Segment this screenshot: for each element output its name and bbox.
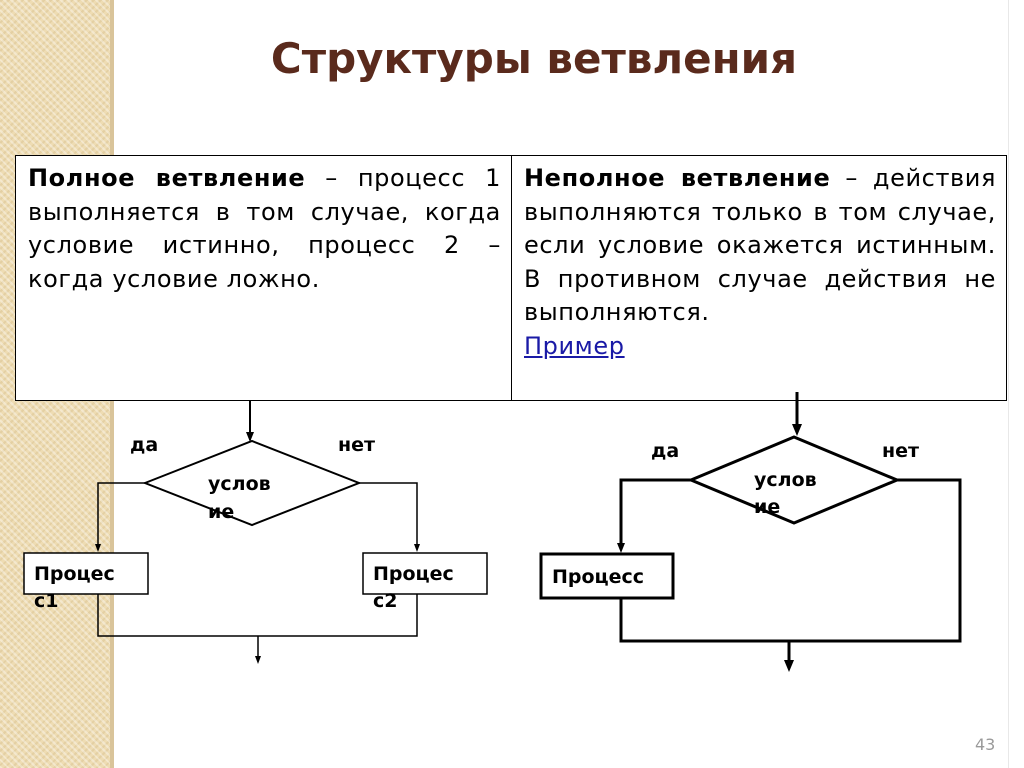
condition-label-line1: услов [208, 473, 271, 495]
condition-label-line2: ие [754, 496, 780, 518]
process2-box [362, 552, 488, 595]
bypass-and-merge-line [619, 478, 962, 643]
process-box [539, 552, 675, 600]
definitions-table: Полное ветвление – процесс 1 выполняется… [15, 155, 1007, 401]
condition-label-line2: ие [208, 501, 234, 523]
entry-arrow-head [246, 432, 254, 442]
no-branch-line [359, 482, 418, 548]
full-branching-definition: – процесс 1 выполняется в том случае, ко… [28, 164, 501, 293]
partial-branching-flowchart: услов ие да нет Процесс [539, 392, 962, 672]
right-margin-line [1008, 0, 1009, 768]
full-branching-term: Полное ветвление [28, 164, 306, 192]
merge-line [97, 594, 418, 637]
no-branch-arrow [414, 544, 420, 552]
process2-label-line1: Процес [373, 563, 454, 585]
yes-label: да [130, 434, 158, 456]
yes-branch-arrow [95, 544, 101, 552]
process-label: Процесс [552, 566, 644, 588]
entry-arrow-head [792, 424, 802, 436]
yes-branch-line [619, 478, 691, 546]
partial-branching-term: Неполное ветвление [524, 164, 831, 192]
example-link[interactable]: Пример [524, 331, 625, 360]
slide-title: Структуры ветвления [270, 34, 798, 83]
process1-label-line1: Процес [34, 563, 115, 585]
condition-label-line1: услов [754, 469, 817, 491]
full-branching-flowchart: услов ие да нет Процес с1 Процес с2 [23, 401, 488, 664]
yes-branch-arrow [617, 543, 625, 553]
yes-branch-line [97, 482, 145, 548]
exit-arrow [784, 660, 794, 672]
page-number: 43 [975, 735, 996, 754]
yes-label: да [651, 440, 679, 462]
full-branching-cell: Полное ветвление – процесс 1 выполняется… [16, 156, 512, 400]
no-label: нет [338, 434, 375, 456]
partial-branching-cell: Неполное ветвление – действия выполняютс… [512, 156, 1006, 400]
process1-label-line2: с1 [34, 590, 58, 612]
partial-branching-definition: – действия выполняются только в том случ… [524, 164, 997, 326]
process2-label-line2: с2 [373, 590, 397, 612]
process1-box [23, 552, 149, 595]
exit-arrow [255, 656, 261, 664]
no-label: нет [882, 440, 919, 462]
